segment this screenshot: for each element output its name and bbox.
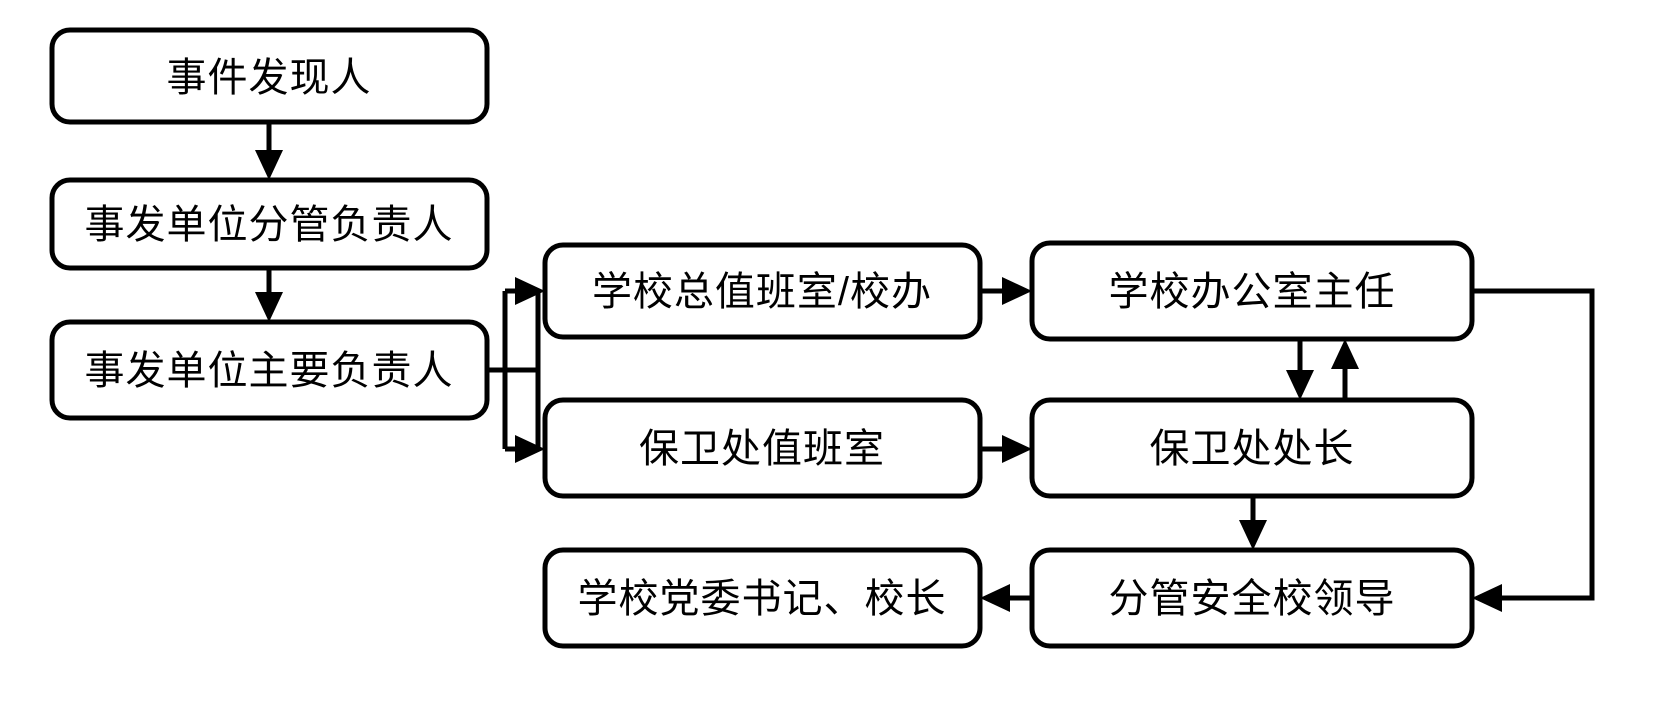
node-party-secretary-label: 学校党委书记、校长 (578, 577, 947, 621)
edge-security-duty-to-security-chief (980, 435, 1032, 463)
node-security-chief-label: 保卫处处长 (1150, 427, 1355, 471)
node-unit-chief-label: 事发单位主要负责人 (85, 349, 454, 393)
node-office-director[interactable]: 学校办公室主任 (1029, 240, 1475, 342)
edge-discoverer-to-unit-deputy (255, 122, 283, 180)
node-security-duty-shape[interactable] (542, 397, 983, 499)
edge-duty-office-to-office-director (980, 277, 1032, 305)
edge-security-chief-to-office-director (1331, 339, 1359, 400)
edge-office-director-loop-to-safety-leader (1472, 288, 1595, 612)
node-duty-office-label: 学校总值班室/校办 (592, 270, 932, 314)
node-discoverer-label: 事件发现人 (167, 56, 372, 100)
edge-unit-deputy-to-unit-chief (255, 268, 283, 322)
node-office-director-label: 学校办公室主任 (1109, 270, 1396, 314)
node-duty-office-shape[interactable] (542, 242, 983, 340)
node-office-director-shape[interactable] (1029, 240, 1475, 342)
node-unit-deputy-label: 事发单位分管负责人 (85, 203, 454, 247)
node-unit-chief-shape[interactable] (49, 319, 490, 421)
edge-office-director-to-security-chief (1286, 339, 1314, 400)
node-safety-leader-label: 分管安全校领导 (1109, 577, 1396, 621)
node-unit-chief[interactable]: 事发单位主要负责人 (49, 319, 490, 421)
node-security-duty-label: 保卫处值班室 (639, 427, 885, 471)
node-discoverer[interactable]: 事件发现人 (49, 27, 490, 125)
node-security-chief-shape[interactable] (1029, 397, 1475, 499)
node-safety-leader-shape[interactable] (1029, 547, 1475, 649)
edge-security-chief-to-safety-leader (1239, 496, 1267, 550)
edge-layer (255, 122, 1595, 612)
edge-unit-chief-split (487, 277, 545, 463)
node-security-chief[interactable]: 保卫处处长 (1029, 397, 1475, 499)
node-duty-office[interactable]: 学校总值班室/校办 (542, 242, 983, 340)
node-discoverer-shape[interactable] (49, 27, 490, 125)
edge-safety-leader-to-party-secretary (980, 584, 1032, 612)
node-unit-deputy[interactable]: 事发单位分管负责人 (49, 177, 490, 271)
node-layer: 事件发现人 事发单位分管负责人 事发单位主要负责人 学校总值班室/校办 学校办公… (49, 27, 1475, 649)
node-safety-leader[interactable]: 分管安全校领导 (1029, 547, 1475, 649)
node-unit-deputy-shape[interactable] (49, 177, 490, 271)
node-party-secretary-shape[interactable] (542, 547, 983, 649)
node-security-duty[interactable]: 保卫处值班室 (542, 397, 983, 499)
node-party-secretary[interactable]: 学校党委书记、校长 (542, 547, 983, 649)
